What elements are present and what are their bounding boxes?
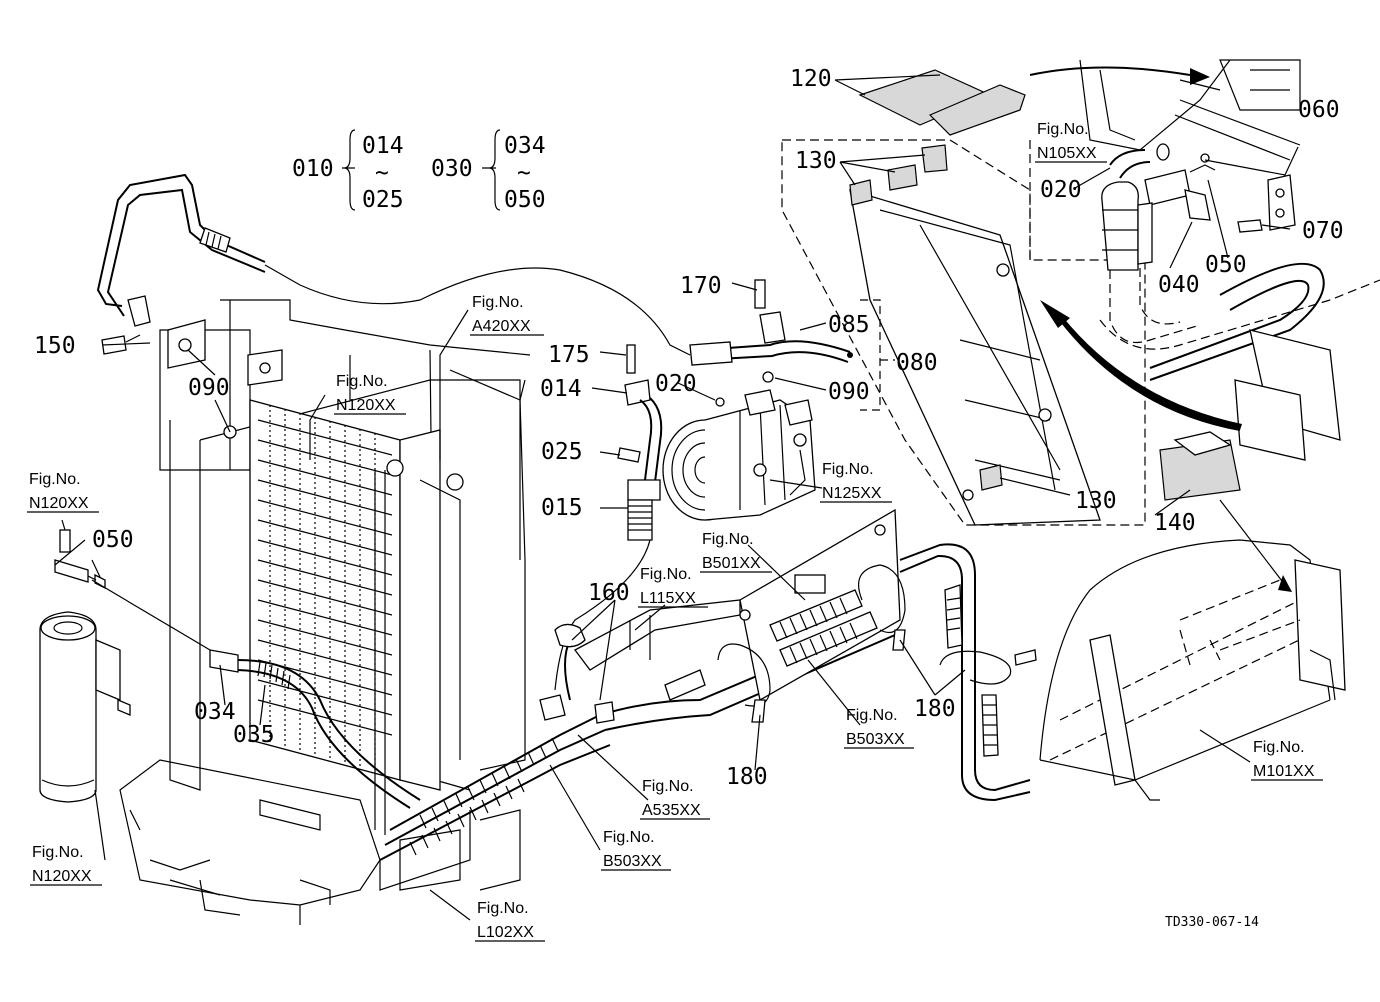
svg-text:Fig.No.: Fig.No.: [336, 373, 388, 390]
svg-text:Fig.No.: Fig.No.: [1253, 739, 1305, 756]
part-label-035: 035: [233, 722, 275, 748]
part-label-025-range: 025: [362, 187, 404, 213]
svg-text:N120XX: N120XX: [32, 868, 92, 885]
svg-text:N105XX: N105XX: [1037, 145, 1097, 162]
fig-ref-n105: Fig.No. N105XX: [1035, 121, 1107, 163]
svg-text:Fig.No.: Fig.No.: [472, 294, 524, 311]
svg-text:B503XX: B503XX: [846, 731, 905, 748]
svg-text:A535XX: A535XX: [642, 802, 701, 819]
part-label-020-center: 020: [655, 371, 697, 397]
svg-text:Fig.No.: Fig.No.: [822, 461, 874, 478]
pipe-150-drawing: [96, 173, 266, 355]
fig-ref-n120-top: Fig.No. N120XX: [334, 373, 406, 415]
part-label-060: 060: [1298, 97, 1340, 123]
svg-text:Fig.No.: Fig.No.: [32, 844, 84, 861]
svg-text:N120XX: N120XX: [336, 397, 396, 414]
spring-guards: [664, 584, 999, 757]
part-label-150: 150: [34, 333, 76, 359]
part-label-014: 014: [540, 376, 582, 402]
part-label-050-range: 050: [504, 187, 546, 213]
part-label-180-left: 180: [726, 764, 768, 790]
fig-ref-b503-right: Fig.No. B503XX: [844, 707, 914, 749]
svg-text:N120XX: N120XX: [29, 495, 89, 512]
fig-ref-b503-bottom: Fig.No. B503XX: [601, 829, 671, 871]
part-label-050-left: 050: [92, 527, 134, 553]
fig-ref-b501: Fig.No. B501XX: [700, 531, 772, 573]
part-label-120: 120: [790, 66, 832, 92]
svg-text:Fig.No.: Fig.No.: [29, 471, 81, 488]
hose-035-drawing: [209, 649, 421, 809]
part-label-020-right: 020: [1040, 177, 1082, 203]
svg-text:Fig.No.: Fig.No.: [477, 900, 529, 917]
svg-text:M101XX: M101XX: [1253, 763, 1315, 780]
svg-text:B501XX: B501XX: [702, 555, 761, 572]
condenser-frame-drawing: [119, 299, 531, 925]
fig-ref-a535: Fig.No. A535XX: [640, 778, 710, 820]
part-label-140: 140: [1154, 510, 1196, 536]
part-label-050-right: 050: [1205, 252, 1247, 278]
svg-text:Fig.No.: Fig.No.: [846, 707, 898, 724]
fig-ref-n120-left: Fig.No. N120XX: [27, 471, 99, 513]
range-symbol-2: ~: [517, 160, 531, 186]
compressor-drawing: [662, 389, 816, 521]
svg-text:Fig.No.: Fig.No.: [640, 566, 692, 583]
routing-line: [264, 264, 691, 356]
inset-hoses-drawing: [1029, 59, 1301, 344]
part-label-034-range: 034: [504, 133, 546, 159]
part-label-015: 015: [541, 495, 583, 521]
part-label-090-left: 090: [188, 375, 230, 401]
svg-text:L115XX: L115XX: [640, 590, 696, 607]
part-label-080: 080: [896, 350, 938, 376]
receiver-dryer-drawing: [39, 529, 131, 803]
part-label-180-right: 180: [914, 696, 956, 722]
svg-text:A420XX: A420XX: [472, 318, 531, 335]
part-label-030: 030: [431, 156, 473, 182]
part-label-160: 160: [588, 580, 630, 606]
cab-frame-drawing: [781, 69, 1380, 526]
part-label-170: 170: [680, 273, 722, 299]
svg-text:L102XX: L102XX: [477, 924, 534, 941]
part-label-025: 025: [541, 439, 583, 465]
group-brackets: [342, 129, 501, 211]
svg-text:Fig.No.: Fig.No.: [1037, 121, 1089, 138]
fig-ref-l115: Fig.No. L115XX: [638, 566, 708, 608]
part-label-014-range: 014: [362, 133, 404, 159]
svg-text:Fig.No.: Fig.No.: [603, 829, 655, 846]
fig-ref-m101: Fig.No. M101XX: [1251, 739, 1323, 781]
part-label-085: 085: [828, 312, 870, 338]
hose-085-drawing: [626, 279, 853, 407]
part-label-130-top: 130: [795, 148, 837, 174]
fig-ref-n125: Fig.No. N125XX: [820, 461, 892, 503]
fig-ref-n120-bottom: Fig.No. N120XX: [30, 844, 102, 886]
range-symbol-1: ~: [375, 160, 389, 186]
condenser-core-fins: [257, 405, 393, 773]
fig-ref-l102: Fig.No. L102XX: [475, 900, 545, 942]
fig-ref-a420: Fig.No. A420XX: [470, 294, 544, 336]
part-label-040: 040: [1158, 272, 1200, 298]
part-label-090-center: 090: [828, 379, 870, 405]
part-label-034: 034: [194, 699, 236, 725]
drawing-code: TD330-067-14: [1165, 915, 1259, 930]
part-label-130-bottom: 130: [1075, 488, 1117, 514]
svg-text:N125XX: N125XX: [822, 485, 882, 502]
svg-text:B503XX: B503XX: [603, 853, 662, 870]
leader-lines: [54, 74, 1299, 921]
hose-bundle-drawing: [379, 480, 1037, 861]
part-label-070: 070: [1302, 218, 1344, 244]
part-labels: 010 014 ~ 025 030 034 ~ 050 150 090 050 …: [34, 66, 1344, 790]
fender-drawing: [1039, 499, 1346, 801]
svg-text:Fig.No.: Fig.No.: [702, 531, 754, 548]
pipe-014-drawing: [617, 379, 663, 541]
figure-references: Fig.No. A420XX Fig.No. N120XX Fig.No. N1…: [27, 121, 1323, 942]
svg-text:Fig.No.: Fig.No.: [642, 778, 694, 795]
part-label-010: 010: [292, 156, 334, 182]
part-label-175: 175: [548, 342, 590, 368]
